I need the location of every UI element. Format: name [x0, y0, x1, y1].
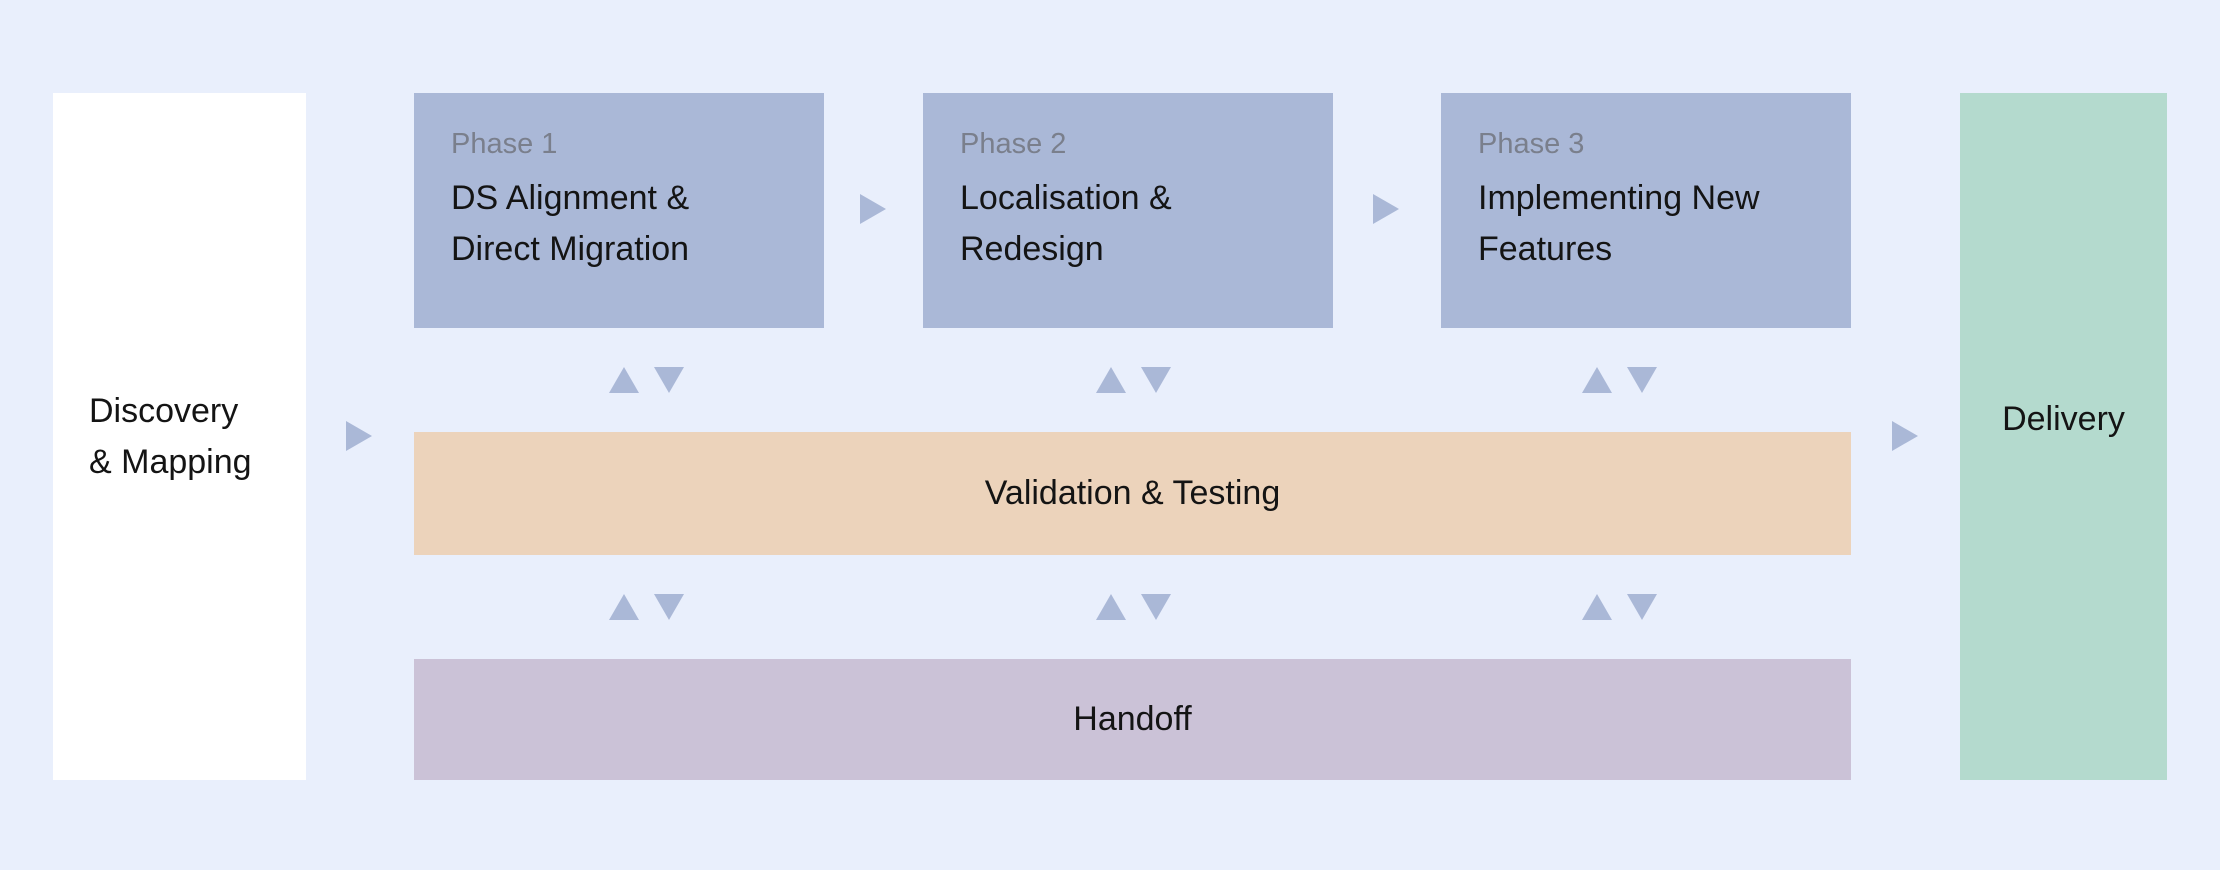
- triangle-down-icon: [1627, 594, 1657, 620]
- flow-arrow-icon: [860, 194, 886, 224]
- phase-1-title: DS Alignment & Direct Migration: [451, 179, 690, 268]
- phase-3-box: Phase 3 Implementing New Features: [1441, 93, 1851, 328]
- phase-2-box: Phase 2 Localisation & Redesign: [923, 93, 1333, 328]
- flow-arrow-icon: [1892, 421, 1918, 451]
- delivery-label: Delivery: [2002, 400, 2125, 438]
- triangle-up-icon: [1582, 594, 1612, 620]
- triangle-up-icon: [609, 594, 639, 620]
- validation-testing-label: Validation & Testing: [984, 474, 1281, 512]
- validation-testing-band: Validation & Testing: [414, 432, 1851, 555]
- handoff-band: Handoff: [414, 659, 1851, 780]
- discovery-mapping-box: Discovery & Mapping: [53, 93, 306, 780]
- phase-3-number: Phase 3: [1478, 128, 1585, 160]
- triangle-down-icon: [654, 594, 684, 620]
- triangle-down-icon: [1141, 367, 1171, 393]
- delivery-box: Delivery: [1960, 93, 2167, 780]
- triangle-down-icon: [1141, 594, 1171, 620]
- triangle-up-icon: [609, 367, 639, 393]
- phase-3-title: Implementing New Features: [1478, 179, 1760, 268]
- discovery-mapping-label: Discovery & Mapping: [89, 391, 252, 481]
- phase-2-number: Phase 2: [960, 128, 1067, 160]
- triangle-up-icon: [1096, 594, 1126, 620]
- flow-arrow-icon: [346, 421, 372, 451]
- triangle-down-icon: [654, 367, 684, 393]
- phase-1-number: Phase 1: [451, 128, 558, 160]
- handoff-label: Handoff: [1073, 700, 1192, 738]
- phase-1-box: Phase 1 DS Alignment & Direct Migration: [414, 93, 824, 328]
- triangle-down-icon: [1627, 367, 1657, 393]
- triangle-up-icon: [1096, 367, 1126, 393]
- phase-2-title: Localisation & Redesign: [960, 179, 1172, 268]
- flow-arrow-icon: [1373, 194, 1399, 224]
- triangle-up-icon: [1582, 367, 1612, 393]
